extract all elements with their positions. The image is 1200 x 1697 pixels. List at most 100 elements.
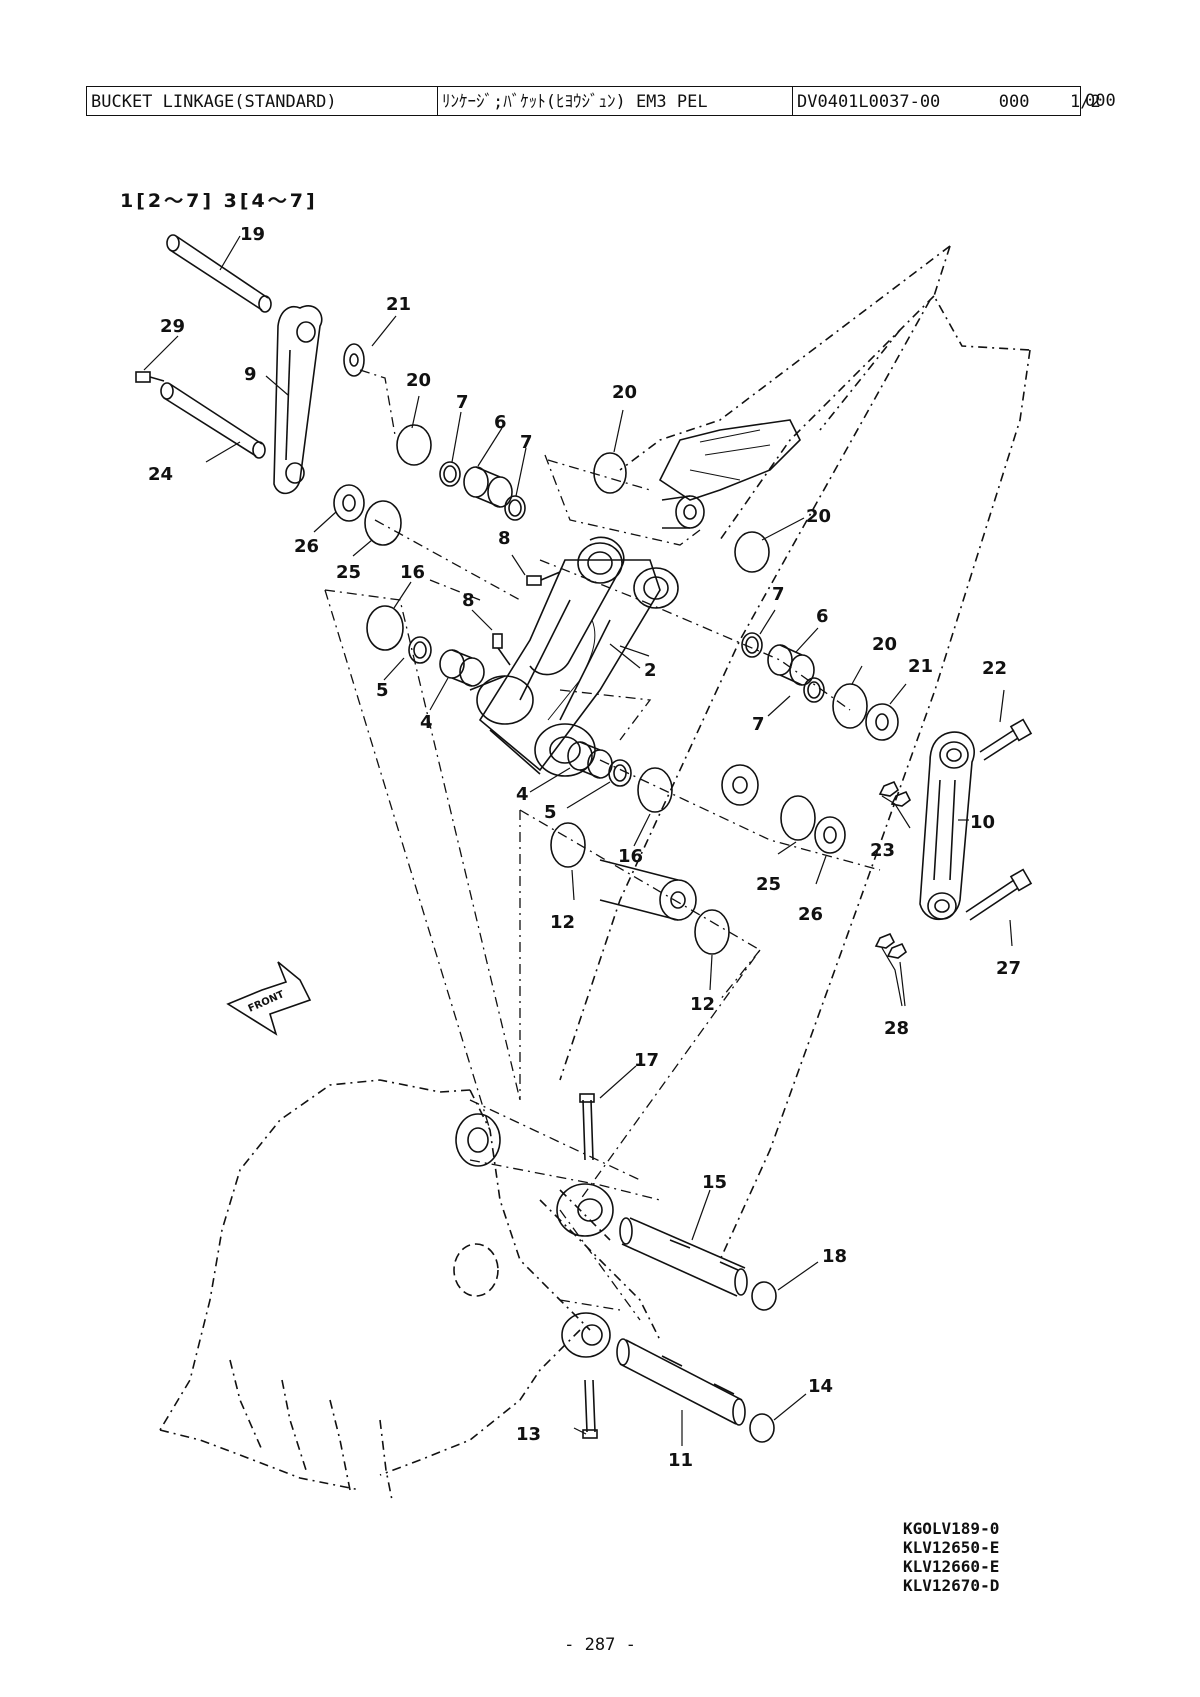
o-ring-25-right <box>780 795 816 841</box>
callout-21-left: 21 <box>386 294 411 315</box>
header-sheet: 1/2 <box>1070 92 1101 112</box>
drawing-code: KLV12670-D <box>903 1576 1000 1595</box>
callout-numbers: 19 29 9 24 21 20 7 6 7 8 26 25 16 8 5 4 … <box>148 224 1021 1471</box>
callout-20-right: 20 <box>872 634 897 655</box>
callout-5-left: 5 <box>376 680 389 701</box>
o-ring-12-left <box>550 822 586 868</box>
callout-4-left: 4 <box>420 712 433 733</box>
bushing-4-right <box>567 741 613 779</box>
callout-20-center: 20 <box>612 382 637 403</box>
drawing-code: KLV12650-E <box>903 1538 1000 1557</box>
pin-19 <box>166 234 272 313</box>
page-number: - 287 - <box>564 1635 636 1655</box>
o-ring-20-left <box>396 424 432 466</box>
drawing-code: KLV12660-E <box>903 1557 1000 1576</box>
bucket-boss-mid <box>556 1183 614 1237</box>
washer-26-left <box>333 484 365 522</box>
header-japanese-name: ﾘﾝｹｰｼﾞ;ﾊﾞｹｯﾄ(ﾋﾖｳｼﾞｭﾝ) EM3 PEL <box>437 86 792 116</box>
callout-25-left: 25 <box>336 562 361 583</box>
nuts-28 <box>874 932 908 959</box>
seal-7-left-b <box>504 495 526 521</box>
seal-7-right-b <box>803 677 825 703</box>
callout-22: 22 <box>982 658 1007 679</box>
bolt-17 <box>579 1093 595 1161</box>
callout-7-right-b: 7 <box>752 714 765 735</box>
link-9 <box>273 305 323 495</box>
header-table: BUCKET LINKAGE(STANDARD) ﾘﾝｹｰｼﾞ;ﾊﾞｹｯﾄ(ﾋﾖ… <box>86 86 1152 118</box>
bucket-boss-side <box>453 1243 499 1297</box>
link-2-assembly <box>469 536 679 777</box>
callout-15: 15 <box>702 1172 727 1193</box>
bucket-boss-upper <box>455 1113 501 1167</box>
callout-29: 29 <box>160 316 185 337</box>
header-revision: 000 <box>998 92 1030 112</box>
grease-fitting-8-lower <box>492 633 503 649</box>
callout-16-right: 16 <box>618 846 643 867</box>
callout-20-left: 20 <box>406 370 431 391</box>
bolt-27 <box>965 868 1033 921</box>
nuts-23 <box>878 780 912 807</box>
seal-7-left-a <box>439 461 461 487</box>
o-ring-20-center-right <box>734 531 770 573</box>
front-arrow-icon <box>226 961 312 1036</box>
bucket-boss-lower <box>561 1312 611 1358</box>
assembly-note: 1[2～7] 3[4～7] <box>120 190 318 212</box>
bucket-outline <box>159 1079 661 1501</box>
pin-24 <box>160 382 266 459</box>
callout-7-right-a: 7 <box>772 584 785 605</box>
callout-23: 23 <box>870 840 895 861</box>
o-ring-12-right <box>694 909 730 955</box>
callout-21-right: 21 <box>908 656 933 677</box>
callout-9: 9 <box>244 364 257 385</box>
callout-6-left: 6 <box>494 412 507 433</box>
washer-21-right <box>865 703 899 741</box>
header-part-number: DV0401L0037-00 <box>797 92 941 112</box>
explode-guide-lines <box>324 369 881 1321</box>
bolt-22 <box>979 718 1033 761</box>
callout-10: 10 <box>970 812 995 833</box>
seal-5-left <box>408 636 432 664</box>
cylinder-boss-upper <box>661 495 705 529</box>
callout-5-right: 5 <box>544 802 557 823</box>
callout-8-lower: 8 <box>462 590 475 611</box>
callout-20-center-right: 20 <box>806 506 831 527</box>
link-10 <box>919 731 975 921</box>
callout-24: 24 <box>148 464 173 485</box>
callout-7-left-a: 7 <box>456 392 469 413</box>
bushing-6-left <box>463 466 513 508</box>
pin-11 <box>616 1338 746 1426</box>
snap-ring-14 <box>749 1413 775 1443</box>
pin-boss-middle <box>721 764 759 806</box>
callout-18: 18 <box>822 1246 847 1267</box>
callout-4-right: 4 <box>516 784 529 805</box>
callout-26-left: 26 <box>294 536 319 557</box>
callout-25-right: 25 <box>756 874 781 895</box>
cylinder-rod-end <box>658 419 801 501</box>
pin-15 <box>619 1217 748 1297</box>
callout-7-left-b: 7 <box>520 432 533 453</box>
drawing-codes: KGOLV189-0 KLV12650-E KLV12660-E KLV1267… <box>903 1519 999 1595</box>
header-part-name: BUCKET LINKAGE(STANDARD) <box>86 86 437 116</box>
washer-26-right <box>814 816 846 854</box>
callout-17: 17 <box>634 1050 659 1071</box>
callout-2: 2 <box>644 660 657 681</box>
callout-12-left: 12 <box>550 912 575 933</box>
callout-27: 27 <box>996 958 1021 979</box>
bushing-6-right <box>767 644 815 686</box>
o-ring-20-center <box>593 452 627 494</box>
o-ring-25-left <box>364 500 402 546</box>
callout-28: 28 <box>884 1018 909 1039</box>
leader-lines <box>143 235 1013 1446</box>
header-trailing-revision: 000 <box>1080 86 1152 116</box>
bolt-13 <box>582 1379 598 1439</box>
seal-7-right-a <box>741 632 763 658</box>
drawing-code: KGOLV189-0 <box>903 1519 1000 1538</box>
header-part-number-cell: DV0401L0037-00 000 1/2 <box>792 86 1101 116</box>
snap-ring-18 <box>751 1281 777 1311</box>
callout-12-right: 12 <box>690 994 715 1015</box>
callout-11: 11 <box>668 1450 693 1471</box>
o-ring-20-right <box>832 683 868 729</box>
o-ring-16-right <box>637 767 673 813</box>
grease-nipple-29 <box>135 371 165 383</box>
